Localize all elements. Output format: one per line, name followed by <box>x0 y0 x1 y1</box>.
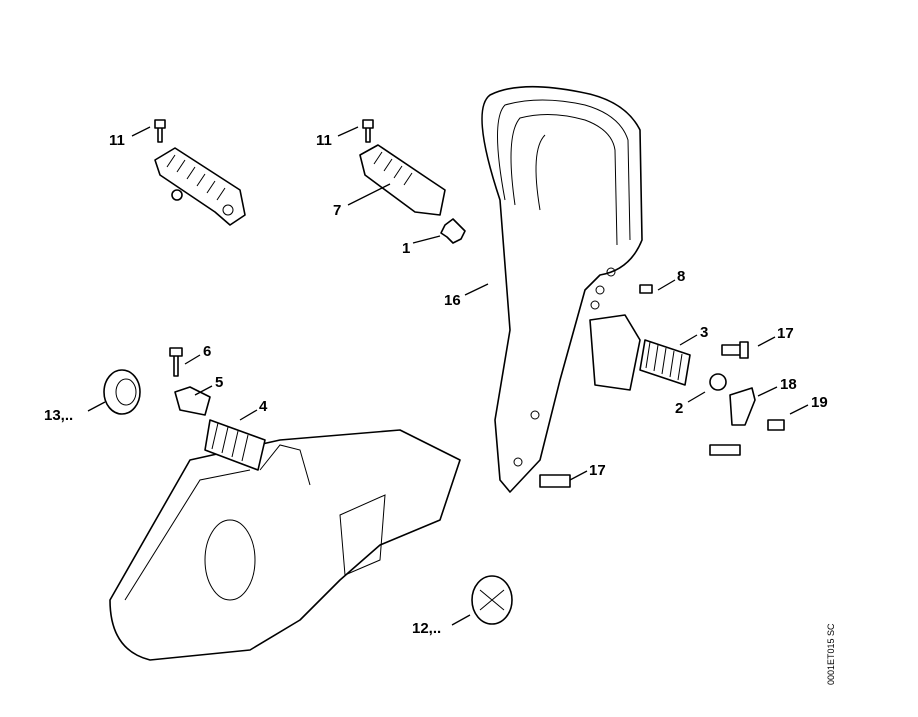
label-18: 18 <box>780 376 797 393</box>
housing-part <box>109 429 461 661</box>
label-7: 7 <box>333 202 341 219</box>
label-3: 3 <box>700 324 708 341</box>
label-13: 13,.. <box>44 407 73 424</box>
spring-assembly-right <box>539 284 785 488</box>
label-8: 8 <box>677 268 685 285</box>
label-19: 19 <box>811 394 828 411</box>
label-2: 2 <box>675 400 683 417</box>
cap-13 <box>103 369 141 415</box>
cap-12 <box>471 575 513 625</box>
label-12: 12,.. <box>412 620 441 637</box>
handlebar-part <box>481 85 643 493</box>
label-1: 1 <box>402 240 410 257</box>
label-16: 16 <box>444 292 461 309</box>
label-17: 17 <box>777 325 794 342</box>
label-11: 11 <box>109 132 125 149</box>
spring-assembly-7 <box>359 119 466 244</box>
leader-lines <box>87 126 809 626</box>
label-5: 5 <box>215 374 223 391</box>
spring-assembly-left <box>154 119 246 226</box>
label-6: 6 <box>203 343 211 360</box>
label-4: 4 <box>259 398 268 415</box>
label-17: 17 <box>589 462 606 479</box>
spring-assembly-4 <box>169 347 266 471</box>
drawing-code: 0001ET015 SC <box>826 623 836 685</box>
label-11: 11 <box>316 132 332 149</box>
